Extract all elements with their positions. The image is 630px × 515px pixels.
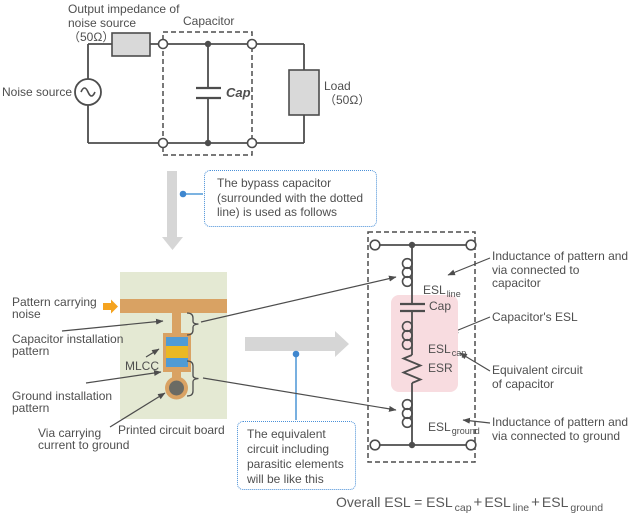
junction-dots: [204, 40, 212, 147]
brace-to-esl-ground: [202, 377, 397, 412]
capacitor-installation-label: Capacitor installation pattern: [12, 332, 124, 358]
bypass-note-connector: [179, 190, 203, 198]
noise-pattern-trace: [120, 299, 227, 313]
load-resistor: [288, 69, 320, 116]
output-impedance-label: Output impedance of noise source （50Ω）: [68, 2, 180, 44]
esr-resistor: [401, 354, 423, 384]
load-label: Load （50Ω）: [324, 79, 371, 107]
equivalent-note: The equivalent circuit including parasit…: [237, 421, 356, 490]
annotation-inductance-ground: Inductance of pattern and via connected …: [492, 415, 629, 443]
noise-arrow-icon: [103, 299, 118, 314]
mlcc-label: MLCC: [125, 359, 160, 373]
annotation-lines: [61, 257, 491, 428]
via-pointer: [109, 392, 166, 428]
equiv-terminal-circles: [369, 239, 477, 451]
output-impedance-resistor: [111, 32, 151, 57]
noise-source-symbol: [74, 78, 102, 106]
ann-ground-pointer: [462, 417, 491, 424]
capacitor-installation-trace: [172, 313, 181, 335]
esl-line-inductor: [401, 257, 413, 288]
esl-cap-label: ESLcap: [428, 341, 467, 358]
line-segment-brace: [186, 312, 199, 336]
down-flow-arrow-icon: [162, 171, 183, 250]
terminal-circles: [157, 38, 258, 149]
pattern-carrying-noise-label: Pattern carrying noise: [12, 295, 97, 321]
noise-source-label: Noise source: [2, 85, 73, 99]
capacitor-equivalent-highlight: [391, 295, 458, 392]
esl-line-label: ESLline: [423, 282, 461, 299]
cap-install-pointer: [61, 318, 164, 332]
capacitor-symbol: [196, 44, 221, 143]
capacitor-label: Capacitor: [183, 14, 235, 28]
capacitor-dashed-box: [162, 31, 253, 156]
ground-segment-brace: [186, 360, 199, 397]
ground-installation-label: Ground installation pattern: [12, 389, 113, 415]
cap-value-label: Cap: [226, 85, 251, 100]
sine-wave-icon: [80, 87, 96, 97]
equiv-junction-dots: [408, 241, 416, 449]
esr-label: ESR: [428, 361, 453, 375]
esl-ground-inductor: [401, 398, 413, 429]
via-hole: [169, 380, 184, 396]
bypass-note: The bypass capacitor (surrounded with th…: [204, 170, 377, 227]
brace-to-esl-line: [200, 275, 397, 323]
equivalent-circuit: [367, 231, 477, 463]
ann-line-pointer: [447, 257, 491, 276]
equiv-note-connector: [292, 350, 300, 420]
mlcc-pointer: [145, 348, 160, 358]
annotation-equivalent-circuit: Equivalent circuit of capacitor: [492, 363, 583, 391]
pcb-illustration: [103, 272, 227, 419]
cap-symbol: [400, 302, 425, 313]
annotation-capacitors-esl: Capacitor's ESL: [492, 310, 578, 324]
ground-installation-trace: [172, 367, 181, 379]
esl-cap-inductor: [401, 320, 413, 351]
annotation-inductance-capacitor: Inductance of pattern and via connected …: [492, 249, 629, 290]
ground-install-pointer: [85, 370, 162, 384]
braces: [186, 312, 199, 397]
cap-label: Cap: [429, 299, 452, 313]
printed-circuit-board-label: Printed circuit board: [118, 423, 225, 437]
top-circuit: [74, 31, 320, 156]
esl-ground-label: ESLground: [428, 419, 480, 436]
via-carrying-label: Via carrying current to ground: [38, 426, 130, 452]
right-flow-arrow-icon: [245, 331, 349, 357]
mlcc-component: [166, 337, 188, 367]
